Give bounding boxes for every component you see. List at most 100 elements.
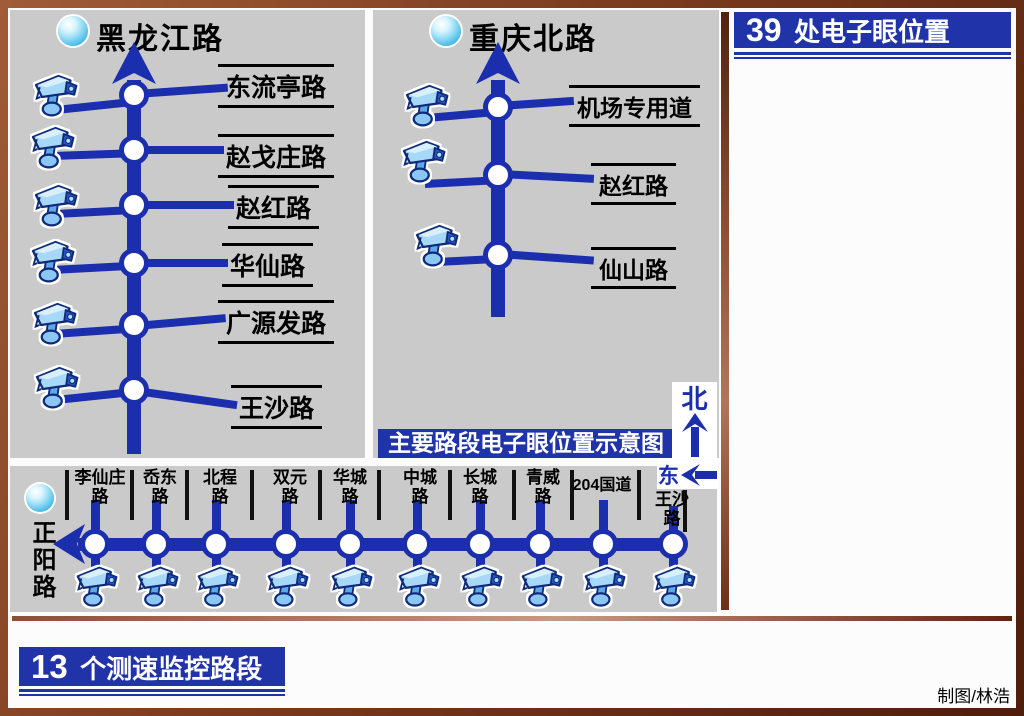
right-title-box: 39 处电子眼位置 [734, 12, 1011, 48]
bottom-caption-box: 13 个测速监控路段 [19, 647, 285, 686]
right-title-text: 处电子眼位置 [794, 17, 951, 47]
street-label: 华城路 [315, 468, 385, 506]
intersection-node [201, 529, 231, 559]
label-divider [130, 470, 134, 520]
label-divider [250, 470, 254, 520]
panel-title: 正阳路 [28, 520, 55, 601]
label-divider [683, 490, 687, 532]
speed-camera-icon [34, 74, 78, 117]
street-label-line: 路 [411, 487, 429, 506]
intersection-node [141, 529, 171, 559]
compass-north-arrow-icon [681, 412, 708, 457]
street-label-line: 长城 [463, 468, 497, 487]
intersection-node [465, 529, 495, 559]
compass-north: 北 [672, 382, 717, 459]
label-divider [637, 470, 641, 520]
speed-camera-icon [197, 566, 239, 607]
intersection-node [483, 160, 513, 190]
speed-camera-icon [76, 566, 118, 607]
road-label: 华仙路 [222, 243, 314, 287]
title-underline [734, 57, 1011, 59]
street-label: 中城路 [385, 468, 455, 506]
map-panel-chongqingbei: 重庆北路 机场专用道 赵红路 仙山路 主要路段电子眼位置示意图 [373, 10, 719, 458]
sphere-icon [431, 16, 461, 46]
speed-camera-icon [137, 566, 179, 607]
title-underline [734, 52, 1011, 55]
speed-camera-icon [33, 302, 77, 345]
panel-title: 重庆北路 [469, 23, 597, 56]
bottom-caption-text: 个测速监控路段 [80, 654, 263, 684]
sphere-icon [26, 484, 54, 512]
street-label-line: 北程 [203, 468, 237, 487]
speed-camera-icon [402, 140, 446, 183]
caption-underline [19, 694, 285, 696]
map-panel-heilongjiang: 黑龙江路 东流亭路 赵戈庄路 赵红路 华仙路 广源发路 王沙路 [10, 10, 365, 458]
street-label-line: 华城 [333, 468, 367, 487]
compass-east-arrow-icon [681, 463, 717, 486]
intersection-node [525, 529, 555, 559]
street-label-line: 路 [471, 487, 489, 506]
speed-camera-icon [398, 566, 440, 607]
compass-east: 东 [657, 460, 718, 489]
road-connector [136, 259, 228, 267]
road-label: 赵戈庄路 [218, 134, 335, 178]
road-connector [136, 201, 234, 209]
speed-camera-icon [35, 366, 79, 409]
vertical-divider [721, 12, 729, 610]
street-label: 长城路 [445, 468, 515, 506]
street-label-line: 李仙庄 [74, 468, 126, 487]
speed-camera-icon [34, 184, 78, 227]
horizontal-separator [12, 616, 1012, 621]
intersection-node [119, 135, 149, 165]
intersection-node [119, 375, 149, 405]
intersection-node [271, 529, 301, 559]
street-label-line: 岙东 [143, 468, 177, 487]
label-divider [512, 470, 516, 520]
credit-text: 制图/林浩 [937, 687, 1010, 706]
road-label: 仙山路 [591, 247, 676, 289]
speed-camera-icon [31, 240, 75, 283]
road-stub [346, 500, 355, 532]
street-label-line: 路 [281, 487, 299, 506]
label-divider [570, 470, 574, 520]
road-stub [152, 500, 161, 532]
sphere-icon [58, 16, 88, 46]
street-label-line: 青威 [526, 468, 560, 487]
road-stub [212, 500, 221, 532]
speed-camera-icon [415, 224, 459, 267]
intersection-node [335, 529, 365, 559]
speed-camera-icon [31, 126, 75, 169]
intersection-node [119, 190, 149, 220]
road-stub [476, 500, 485, 532]
street-label-line: 王沙 [655, 490, 689, 509]
intersection-node [402, 529, 432, 559]
street-label-line: 路 [534, 487, 552, 506]
intersection-node [483, 92, 513, 122]
road-stub [91, 500, 100, 532]
street-label: 岙东路 [125, 468, 195, 506]
intersection-node [80, 529, 110, 559]
street-label-line: 双元 [273, 468, 307, 487]
speed-camera-icon [654, 566, 696, 607]
road-stub [599, 500, 608, 532]
street-label-line: 路 [91, 487, 109, 506]
road-label: 赵红路 [591, 163, 676, 205]
road-stub [669, 506, 678, 532]
street-label-line: 路 [211, 487, 229, 506]
street-label: 双元路 [255, 468, 325, 506]
speed-camera-icon [331, 566, 373, 607]
road-label: 广源发路 [218, 300, 335, 344]
street-label-line: 路 [341, 487, 359, 506]
road-stub [536, 500, 545, 532]
label-divider [185, 470, 189, 520]
street-label: 王沙路 [637, 490, 707, 528]
intersection-node [658, 529, 688, 559]
mid-caption: 主要路段电子眼位置示意图 [378, 429, 674, 458]
caption-underline [19, 689, 285, 692]
right-title-number: 39 [746, 12, 782, 48]
label-divider [65, 470, 69, 520]
road-stub [282, 500, 291, 532]
street-label: 李仙庄路 [65, 468, 135, 506]
road-connector [499, 250, 595, 265]
